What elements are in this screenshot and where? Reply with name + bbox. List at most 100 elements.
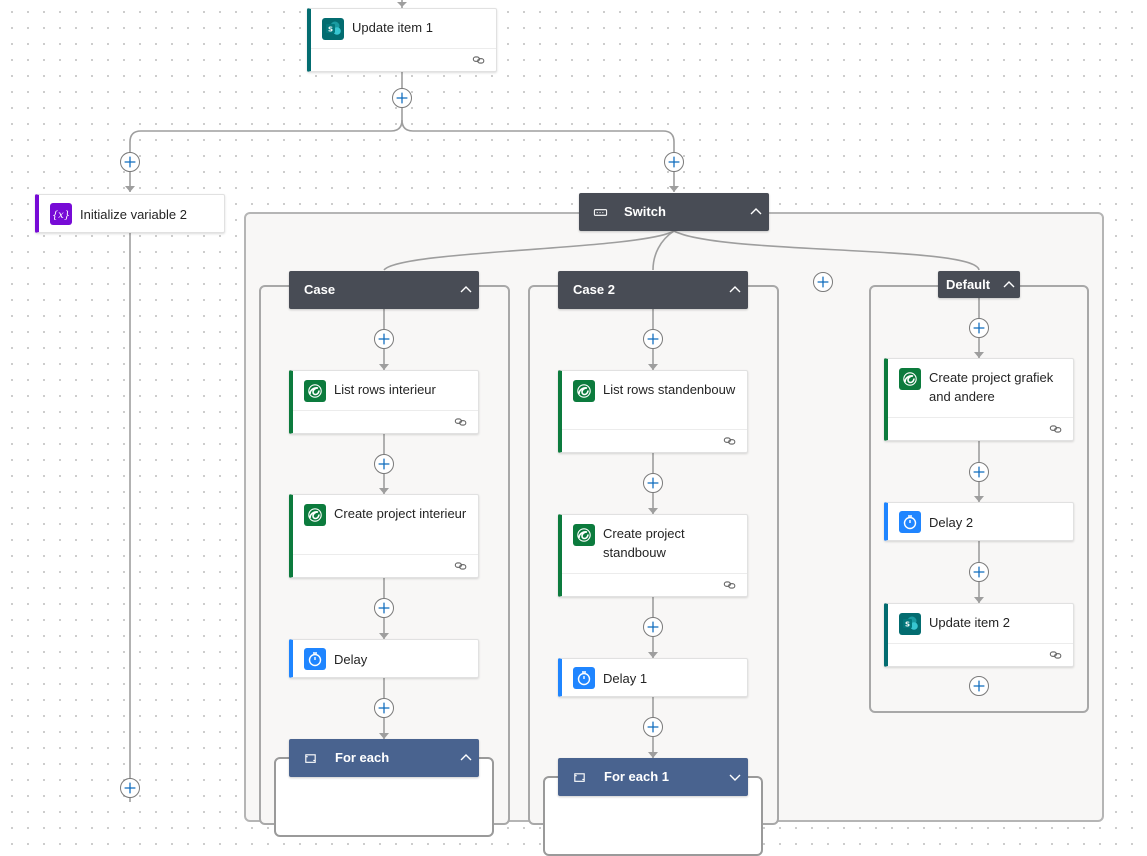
insert-step-button[interactable]	[643, 329, 663, 349]
link-icon	[454, 415, 468, 429]
card-title: Delay 1	[603, 671, 648, 686]
collapse-chevron-icon[interactable]	[459, 283, 473, 297]
plus-icon	[375, 698, 393, 718]
card-title: List rows standenbouw	[603, 382, 736, 397]
for-each-1-title: For each 1	[604, 769, 670, 784]
card-title: Create project interieur	[334, 506, 467, 521]
link-icon	[1049, 648, 1063, 662]
card-title: Update item 1	[352, 20, 433, 35]
insert-step-button[interactable]	[120, 152, 140, 172]
plus-icon	[121, 778, 139, 798]
plus-icon	[814, 272, 832, 292]
insert-step-button[interactable]	[374, 598, 394, 618]
case-2-header[interactable]: Case 2	[558, 271, 748, 309]
insert-step-button[interactable]	[969, 562, 989, 582]
create-project-standbouw-card[interactable]: Create project standbouw	[558, 514, 748, 597]
plus-icon	[644, 717, 662, 737]
card-footer	[562, 429, 747, 452]
insert-step-button[interactable]	[392, 88, 412, 108]
delay-2-card[interactable]: Delay 2	[884, 502, 1074, 541]
dataverse-icon	[573, 524, 595, 546]
collapse-chevron-icon[interactable]	[749, 205, 763, 219]
for-each-1-header[interactable]: For each 1	[558, 758, 748, 796]
sharepoint-icon	[322, 18, 344, 40]
initialize-variable-2-card[interactable]: Initialize variable 2	[35, 194, 225, 233]
loop-icon	[572, 770, 587, 785]
case-2-title: Case 2	[573, 282, 615, 297]
insert-step-button[interactable]	[643, 473, 663, 493]
for-each-title: For each	[335, 750, 390, 765]
collapse-chevron-icon[interactable]	[459, 751, 473, 765]
list-rows-interieur-card[interactable]: List rows interieur	[289, 370, 479, 434]
link-icon	[454, 559, 468, 573]
dataverse-icon	[899, 368, 921, 390]
timer-icon	[304, 648, 326, 670]
flow-connectors	[125, 0, 984, 802]
update-item-2-card[interactable]: Update item 2	[884, 603, 1074, 667]
list-rows-standenbouw-card[interactable]: List rows standenbouw	[558, 370, 748, 453]
plus-icon	[970, 562, 988, 582]
card-title: Initialize variable 2	[80, 207, 187, 222]
card-title: Delay 2	[929, 515, 974, 530]
card-title: Create project grafiek and andere	[929, 370, 1054, 404]
card-footer	[311, 48, 496, 71]
card-footer	[562, 573, 747, 596]
switch-icon	[593, 205, 608, 220]
plus-icon	[970, 676, 988, 696]
loop-icon	[303, 751, 318, 766]
collapse-chevron-icon[interactable]	[728, 283, 742, 297]
plus-icon	[644, 329, 662, 349]
timer-icon	[899, 511, 921, 533]
plus-icon	[393, 88, 411, 108]
link-icon	[723, 578, 737, 592]
plus-icon	[970, 318, 988, 338]
default-title: Default	[946, 277, 991, 292]
card-title: Create project standbouw	[603, 526, 685, 560]
timer-icon	[573, 667, 595, 689]
insert-step-button[interactable]	[643, 717, 663, 737]
create-project-interieur-card[interactable]: Create project interieur	[289, 494, 479, 578]
card-title: Delay	[334, 652, 368, 667]
plus-icon	[644, 473, 662, 493]
plus-icon	[644, 617, 662, 637]
delay-card[interactable]: Delay	[289, 639, 479, 678]
dataverse-icon	[304, 504, 326, 526]
insert-step-button[interactable]	[120, 778, 140, 798]
collapse-chevron-icon[interactable]	[1002, 278, 1016, 292]
for-each-header[interactable]: For each	[289, 739, 479, 777]
link-icon	[1049, 422, 1063, 436]
add-case-button[interactable]	[813, 272, 833, 292]
expand-chevron-icon[interactable]	[728, 770, 742, 784]
link-icon	[472, 53, 486, 67]
plus-icon	[121, 152, 139, 172]
switch-header[interactable]: Switch	[579, 193, 769, 231]
case-title: Case	[304, 282, 336, 297]
case-header[interactable]: Case	[289, 271, 479, 309]
plus-icon	[375, 329, 393, 349]
update-item-1-card[interactable]: Update item 1	[307, 8, 497, 72]
insert-step-button[interactable]	[374, 329, 394, 349]
plus-icon	[665, 152, 683, 172]
insert-step-button[interactable]	[664, 152, 684, 172]
insert-step-button[interactable]	[643, 617, 663, 637]
card-footer	[888, 417, 1073, 440]
insert-step-button[interactable]	[969, 676, 989, 696]
variable-icon	[50, 203, 72, 225]
insert-step-button[interactable]	[969, 318, 989, 338]
plus-icon	[375, 598, 393, 618]
plus-icon	[970, 462, 988, 482]
switch-title: Switch	[624, 204, 666, 219]
card-title: List rows interieur	[334, 382, 436, 397]
create-project-grafiek-card[interactable]: Create project grafiek and andere	[884, 358, 1074, 441]
card-footer	[293, 410, 478, 433]
insert-step-button[interactable]	[374, 698, 394, 718]
card-footer	[888, 643, 1073, 666]
dataverse-icon	[573, 380, 595, 402]
insert-step-button[interactable]	[969, 462, 989, 482]
delay-1-card[interactable]: Delay 1	[558, 658, 748, 697]
insert-step-button[interactable]	[374, 454, 394, 474]
default-header[interactable]: Default	[938, 271, 1020, 298]
link-icon	[723, 434, 737, 448]
sharepoint-icon	[899, 613, 921, 635]
